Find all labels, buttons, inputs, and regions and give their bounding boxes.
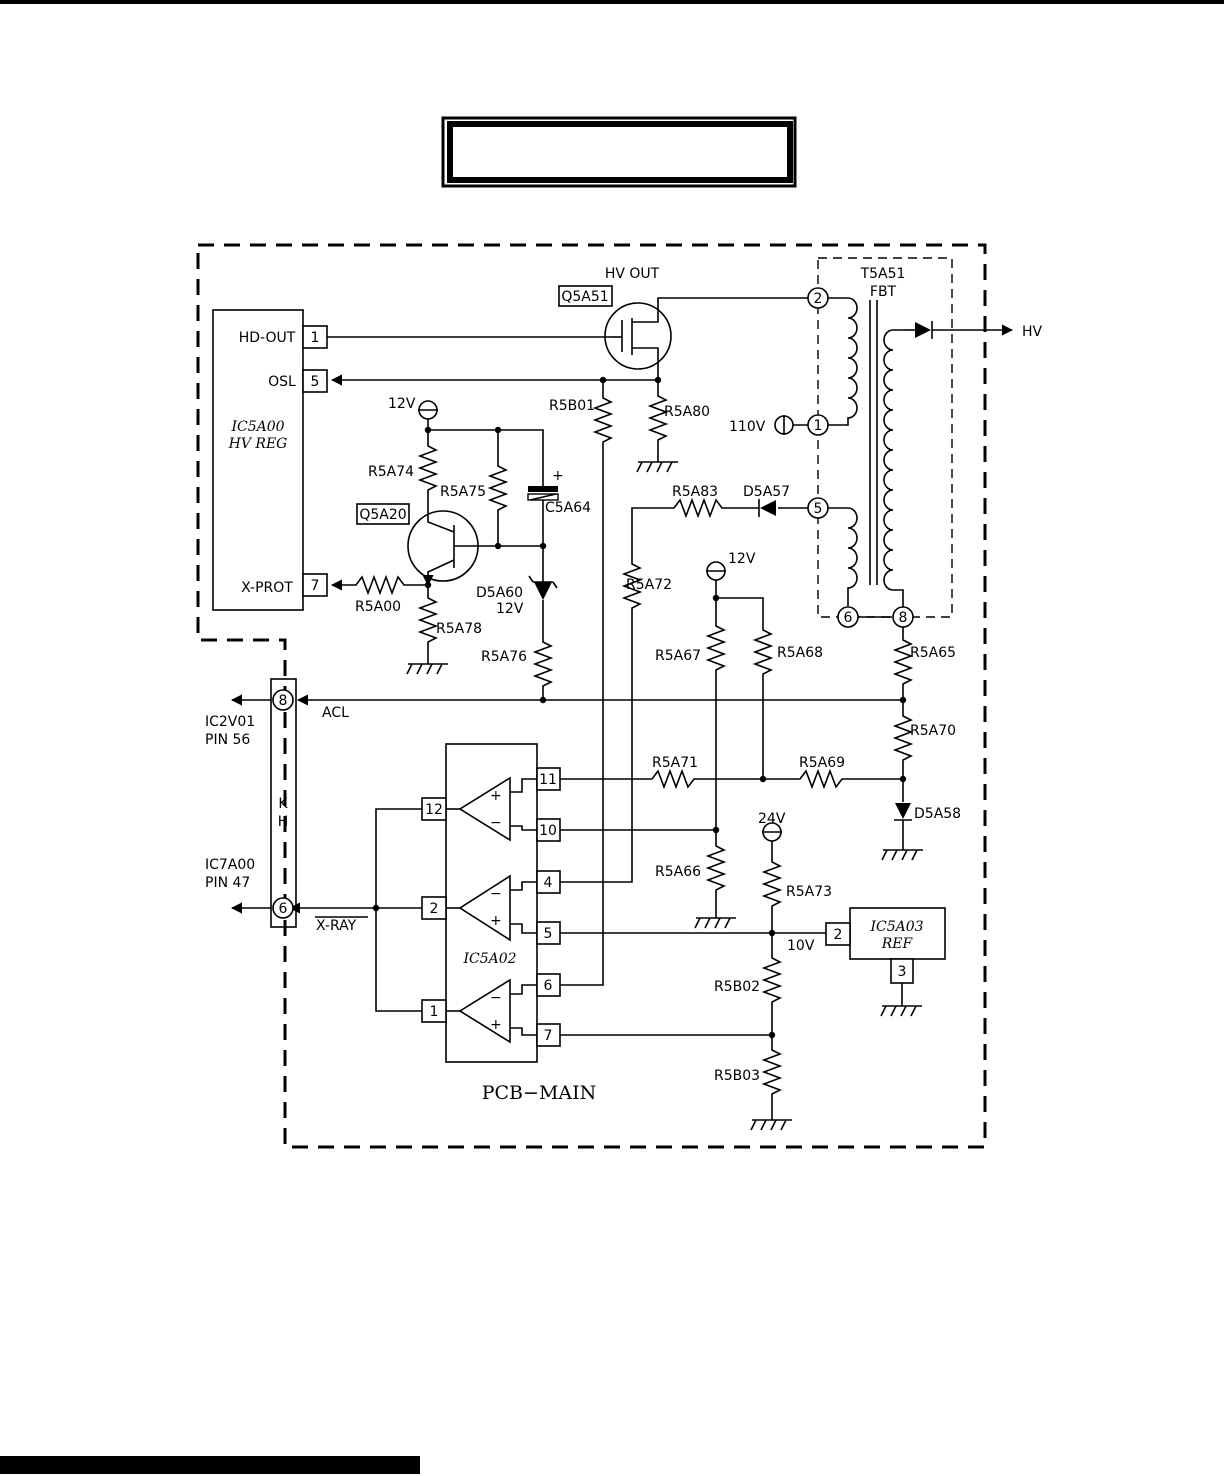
hv-label: HV	[1022, 324, 1043, 340]
r5a71-label: R5A71	[652, 755, 698, 771]
ic5a00-pin-osl-label: OSL	[268, 374, 296, 390]
svg-text:4: 4	[544, 875, 553, 891]
top-rule	[0, 0, 1224, 4]
connector-k: K	[278, 796, 288, 812]
q5a51-label: Q5A51	[561, 289, 608, 305]
svg-text:6: 6	[844, 610, 853, 626]
svg-text:+: +	[490, 788, 502, 804]
r5a68-label: R5A68	[777, 645, 823, 661]
d5a60-voltage: 12V	[496, 601, 524, 617]
title-box	[441, 116, 797, 188]
t5a51-label: T5A51	[860, 266, 906, 282]
svg-text:+: +	[490, 913, 502, 929]
svg-text:6: 6	[279, 901, 288, 917]
c5a64-label: C5A64	[545, 500, 591, 516]
svg-text:1: 1	[814, 418, 823, 434]
svg-text:−: −	[490, 990, 502, 1006]
acl-label: ACL	[322, 705, 349, 721]
ic5a00-pin-hd-out-label: HD-OUT	[239, 330, 296, 346]
r5a70-label: R5A70	[910, 723, 956, 739]
v12-mid: 12V	[728, 551, 756, 567]
q5a51: Q5A51 HV OUT	[558, 266, 808, 380]
svg-text:+: +	[490, 1017, 502, 1033]
r5a73-label: R5A73	[786, 884, 832, 900]
ic5a03-name: IC5A03	[869, 919, 923, 935]
svg-text:−: −	[490, 886, 502, 902]
ic5a00: HD-OUT OSL X-PROT IC5A00 HV REG 1 5 7	[212, 309, 328, 611]
pcb-outline	[196, 243, 987, 1149]
svg-text:5: 5	[544, 926, 553, 942]
svg-text:7: 7	[311, 578, 320, 594]
svg-text:2: 2	[834, 927, 843, 943]
r5a80-label: R5A80	[664, 404, 710, 420]
v24-label: 24V	[758, 811, 786, 827]
ic5a03: IC5A03 REF 2 3	[825, 907, 946, 1017]
ic5a00-pin-x-prot-label: X-PROT	[241, 580, 293, 596]
pcb-main-label: PCB−MAIN	[482, 1082, 597, 1104]
dest2-line1: IC7A00	[205, 857, 255, 873]
svg-text:1: 1	[430, 1004, 439, 1020]
v12-top-left: 12V	[388, 396, 416, 412]
r5a74-label: R5A74	[368, 464, 414, 480]
ground-symbol	[636, 461, 678, 473]
r5a69-label: R5A69	[799, 755, 845, 771]
r5b02-label: R5B02	[714, 979, 760, 995]
xray-label: X-RAY	[316, 918, 357, 934]
ic5a02: IC5A02 + − − + − + 12 2 1 11 10 4 5	[421, 743, 561, 1063]
svg-text:6: 6	[544, 978, 553, 994]
connector-h: H	[278, 814, 289, 830]
fbt-label: FBT	[870, 284, 897, 300]
r5b01-label: R5B01	[549, 398, 595, 414]
ic5a00-desc: HV REG	[228, 436, 288, 452]
r5a65-label: R5A65	[910, 645, 956, 661]
svg-text:−: −	[490, 815, 502, 831]
q5a51-role: HV OUT	[605, 266, 660, 282]
svg-text:10: 10	[539, 823, 557, 839]
svg-text:2: 2	[814, 291, 823, 307]
r5a76-label: R5A76	[481, 649, 527, 665]
d5a58-label: D5A58	[914, 806, 961, 822]
ic5a03-desc: REF	[881, 936, 914, 952]
r5a66-label: R5A66	[655, 864, 701, 880]
svg-text:11: 11	[539, 772, 557, 788]
svg-text:3: 3	[898, 964, 907, 980]
dest1-line2: PIN 56	[205, 732, 250, 748]
v110-label: 110V	[729, 419, 766, 435]
svg-text:8: 8	[899, 610, 908, 626]
d5a60-label: D5A60	[476, 585, 523, 601]
svg-text:12: 12	[425, 802, 443, 818]
r5a83-label: R5A83	[672, 484, 718, 500]
v10-label: 10V	[787, 938, 815, 954]
r5a67-label: R5A67	[655, 648, 701, 664]
svg-text:7: 7	[544, 1028, 553, 1044]
ic5a00-name: IC5A00	[230, 419, 284, 435]
svg-text:5: 5	[311, 374, 320, 390]
svg-text:8: 8	[279, 693, 288, 709]
r5a75-label: R5A75	[440, 484, 486, 500]
q5a20-label: Q5A20	[359, 507, 406, 523]
svg-text:2: 2	[430, 901, 439, 917]
dest2-line2: PIN 47	[205, 875, 250, 891]
bottom-bar	[0, 1456, 420, 1474]
r5a00-label: R5A00	[355, 599, 401, 615]
svg-text:1: 1	[311, 330, 320, 346]
kh-connector: 8 6 K H	[270, 678, 297, 928]
r5a78-label: R5A78	[436, 621, 482, 637]
d5a57-label: D5A57	[743, 484, 790, 500]
r5b03-label: R5B03	[714, 1068, 760, 1084]
r5a72-label: R5A72	[626, 577, 672, 593]
c5a64-plus: +	[552, 468, 564, 484]
ic5a02-name: IC5A02	[462, 951, 516, 967]
svg-text:5: 5	[814, 501, 823, 517]
dest1-line1: IC2V01	[205, 714, 255, 730]
q5a20: Q5A20	[356, 503, 543, 587]
